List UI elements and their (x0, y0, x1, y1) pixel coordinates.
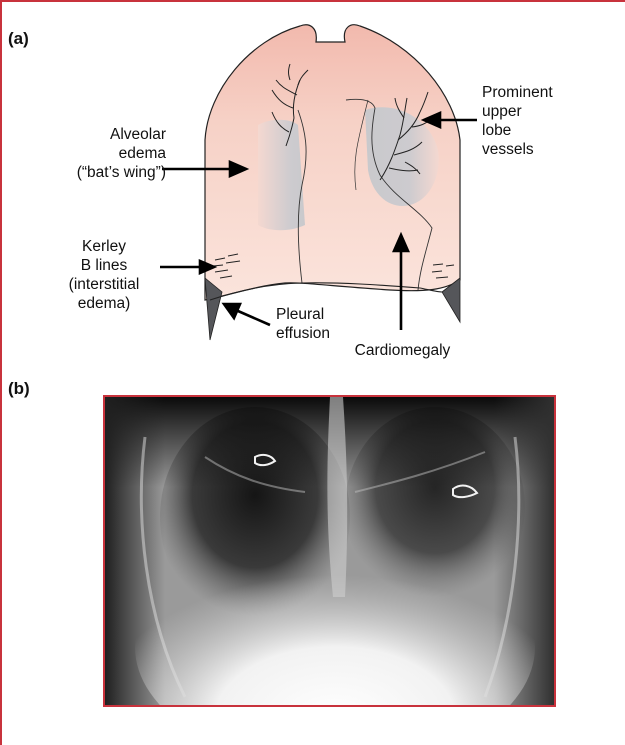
left-edema-shape (258, 120, 305, 231)
label-pleural-line-2: effusion (276, 324, 330, 343)
label-upper-lobe-line-2: upper (482, 102, 553, 121)
label-pleural-effusion: Pleural effusion (276, 305, 330, 343)
label-pleural-line-1: Pleural (276, 305, 330, 324)
label-cardiomegaly: Cardiomegaly (350, 341, 455, 360)
label-upper-lobe-line-1: Prominent (482, 83, 553, 102)
label-kerley-line-4: edema) (44, 294, 164, 313)
label-prominent-upper-lobe-vessels: Prominent upper lobe vessels (482, 83, 553, 159)
label-cardiomegaly-line-1: Cardiomegaly (350, 341, 455, 360)
label-kerley-line-3: (interstitial (44, 275, 164, 294)
label-alveolar-line-2: edema (60, 144, 166, 163)
label-kerley-line-2: B lines (44, 256, 164, 275)
label-upper-lobe-line-3: lobe (482, 121, 553, 140)
label-kerley-line-1: Kerley (44, 237, 164, 256)
xray-rendering (105, 397, 554, 705)
chest-xray-image (103, 395, 556, 707)
panel-b-label: (b) (8, 379, 30, 399)
label-alveolar-edema: Alveolar edema (“bat’s wing”) (60, 125, 166, 182)
label-upper-lobe-line-4: vessels (482, 140, 553, 159)
label-alveolar-line-3: (“bat’s wing”) (60, 163, 166, 182)
label-alveolar-line-1: Alveolar (60, 125, 166, 144)
label-kerley-b-lines: Kerley B lines (interstitial edema) (44, 237, 164, 313)
